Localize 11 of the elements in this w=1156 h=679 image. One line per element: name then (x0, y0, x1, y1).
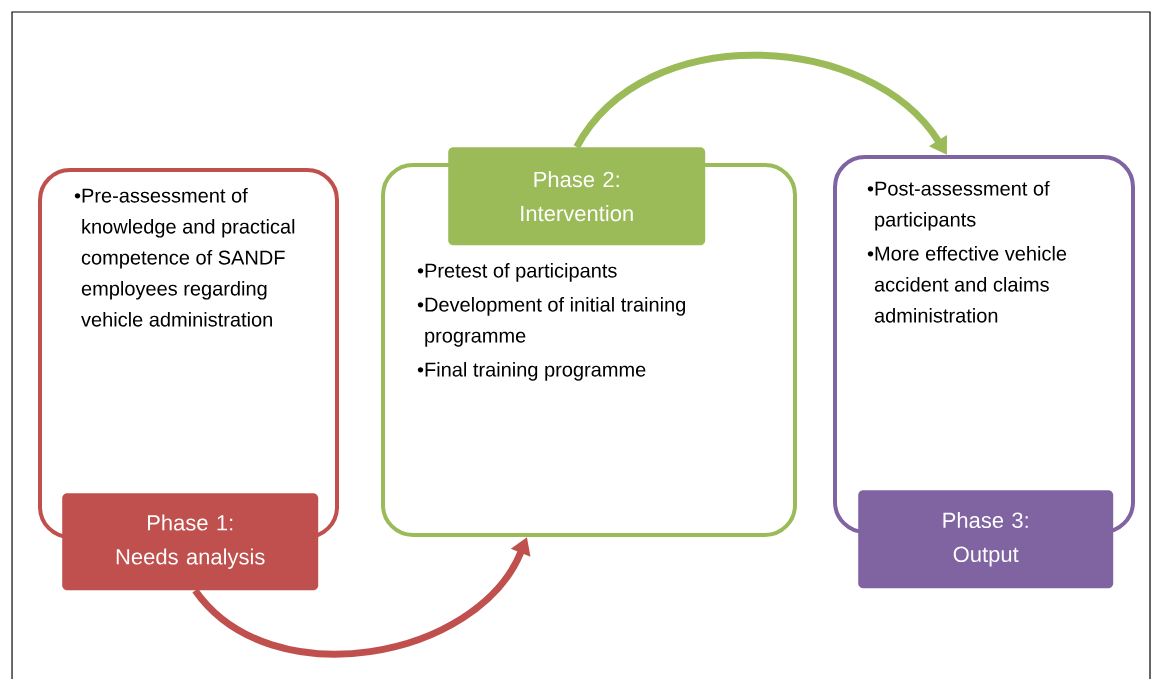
phase-label: Phase 3: Output (858, 490, 1114, 589)
bullet-text: •Development of initial training programme (417, 297, 685, 347)
phase-box (833, 155, 1135, 534)
bullet-text: •Final training programme (417, 362, 646, 381)
bullet-text: •Pre-assessment of knowledge and practical competence of SANDF employees regarding vehicle administration (74, 188, 295, 327)
bullet-text: •More effective vehicle accident and claims administration (867, 245, 1067, 323)
phase-label: Phase 2: Intervention (448, 147, 706, 246)
bullet-text: •Post-assessment of participants (867, 181, 1050, 231)
phase-box (38, 168, 339, 539)
phase-label: Phase 1: Needs analysis (62, 493, 319, 591)
bullet-text: •Pretest of participants (417, 263, 617, 282)
